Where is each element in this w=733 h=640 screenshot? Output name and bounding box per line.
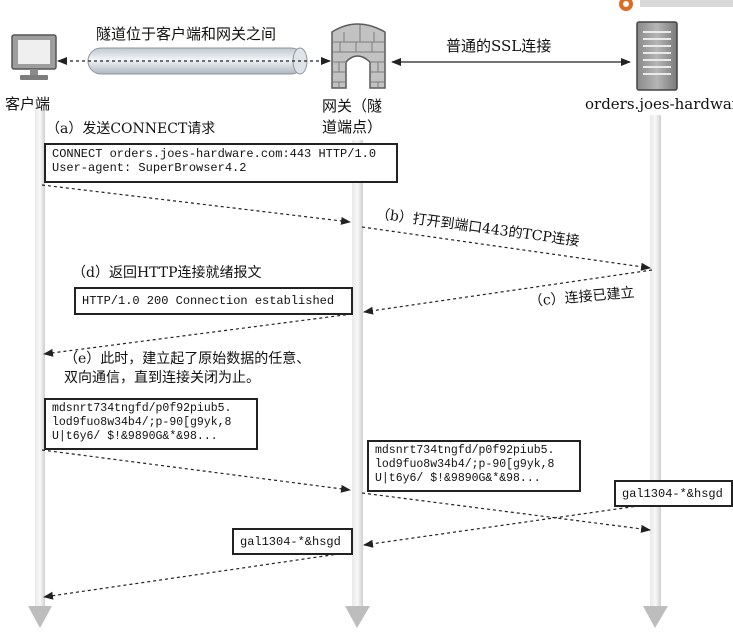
step-e-label: （e）此时，建立起了原始数据的任意、 双向通信，直到连接关闭为止。	[64, 351, 311, 386]
arrow-raw-data-to-server	[361, 492, 651, 533]
server-icon	[636, 21, 678, 91]
reply-server-box: gal1304-*&hsgd	[614, 480, 733, 507]
connection-established-box: HTTP/1.0 200 Connection established	[74, 287, 353, 315]
gateway-brick-icon	[331, 23, 386, 89]
tunnel-label: 隧道位于客户端和网关之间	[96, 25, 277, 43]
lifeline-gateway	[345, 140, 370, 628]
step-d-label: （d）返回HTTP连接就绪报文	[72, 265, 262, 281]
lifeline-client	[28, 110, 52, 628]
server-label: orders.joes-hardware.c	[585, 95, 733, 113]
arrow-reply-to-gateway	[363, 503, 653, 548]
step-a-label: （a）发送CONNECT请求	[46, 121, 216, 137]
arrow-raw-data-to-gateway	[41, 449, 351, 493]
lifeline-server	[643, 115, 668, 628]
client-label: 客户端	[5, 95, 51, 113]
arrow-connection-built	[363, 269, 653, 315]
arrow-connect-request	[41, 184, 351, 225]
connect-request-box: CONNECT orders.joes-hardware.com:443 HTT…	[44, 143, 398, 183]
arrow-http-ready	[43, 313, 353, 357]
ssl-label: 普通的SSL连接	[446, 37, 552, 55]
arrow-tcp-open	[361, 226, 651, 271]
reply-gateway-box: gal1304-*&hsgd	[232, 528, 353, 555]
raw-data-gateway-box: mdsnrt734tngfd/p0f92piub5. lod9fuo8w34b4…	[367, 440, 581, 492]
gateway-label: 网关（隧 道端点）	[322, 97, 383, 136]
raw-data-client-box: mdsnrt734tngfd/p0f92piub5. lod9fuo8w34b4…	[44, 398, 258, 450]
computer-icon	[11, 34, 57, 80]
logo-icon	[619, 0, 733, 11]
arrow-reply-to-client	[43, 551, 353, 600]
